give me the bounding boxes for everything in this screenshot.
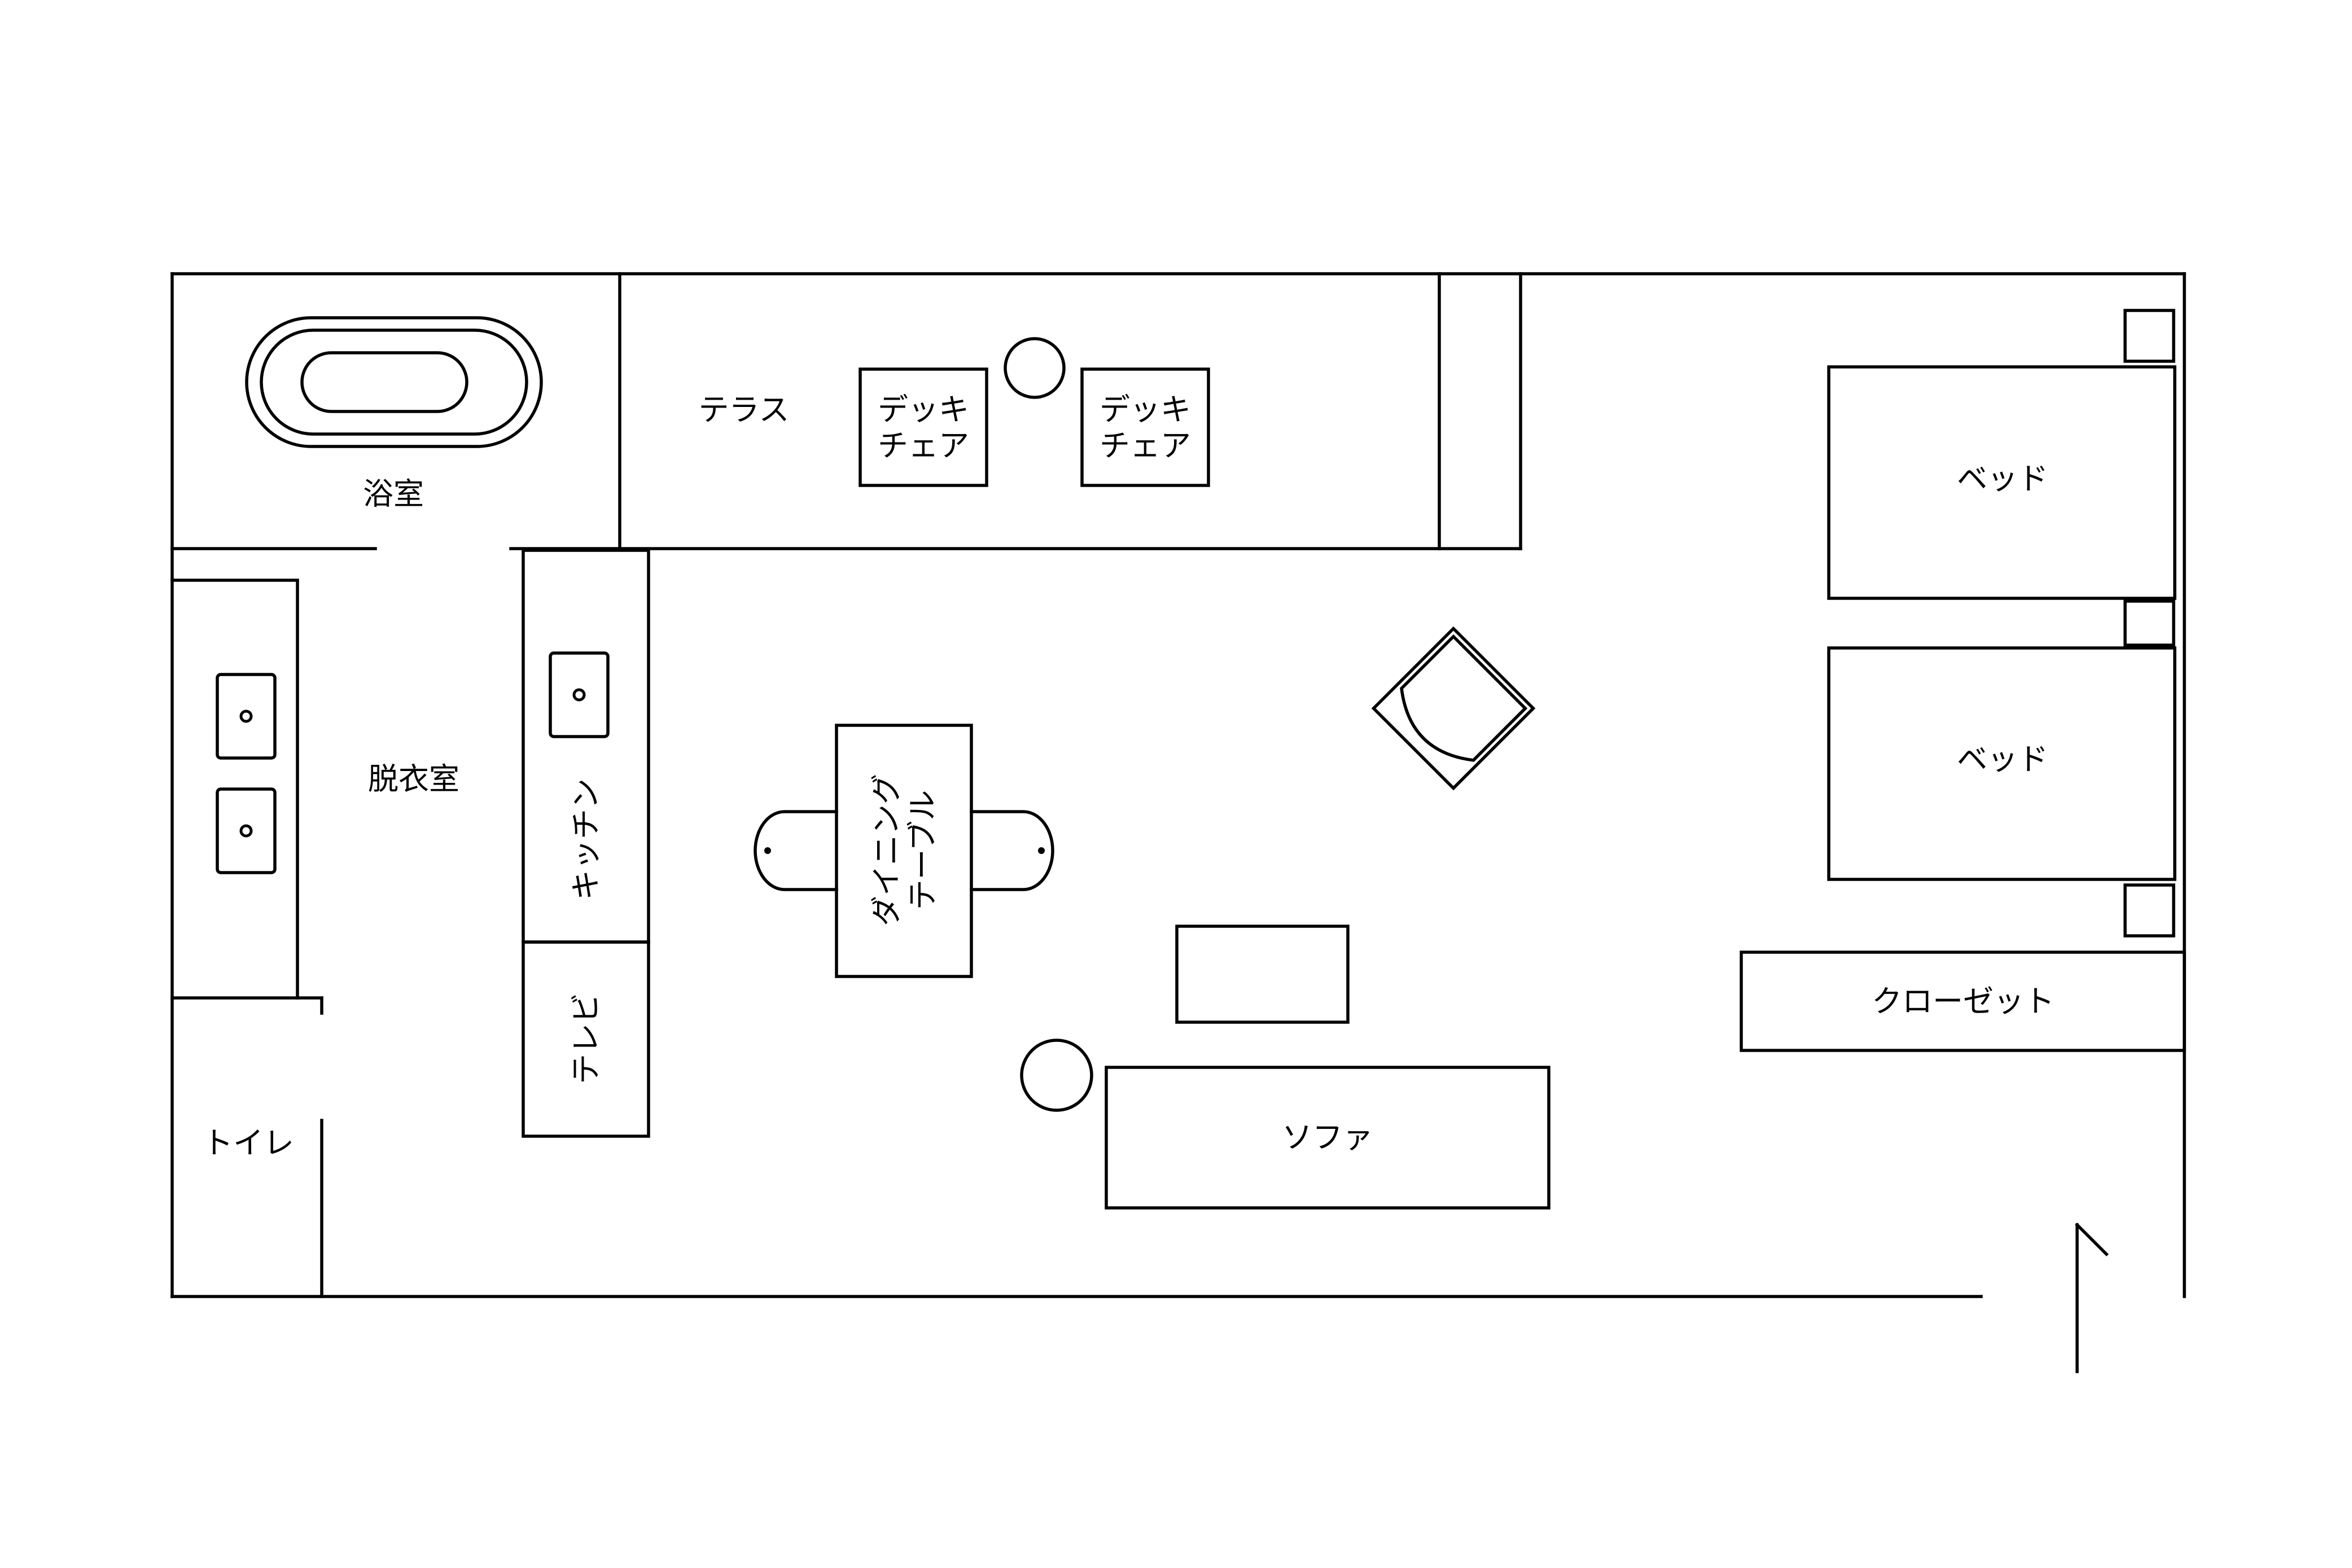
bathtub-basin — [300, 351, 468, 413]
bathroom-label: 浴室 — [363, 476, 424, 512]
vanity-sink-lower-drain — [239, 824, 253, 838]
sofa — [1105, 1066, 1551, 1210]
dining-table — [835, 724, 973, 978]
dining-table-label-line: テーブル — [904, 790, 940, 910]
bed-lower-label: ベッド — [1957, 742, 2048, 777]
dining-area: ダイニングテーブル — [754, 724, 1054, 978]
bedroom-area: ベッド ベッド クローゼット — [1740, 309, 2186, 1052]
side-table-terrace — [1004, 337, 1066, 399]
terrace-label: テラス — [699, 392, 790, 428]
tv-stand — [522, 940, 650, 1138]
bed-lower — [1827, 646, 2176, 881]
dining-chair-right-marker — [1038, 847, 1045, 854]
coffee-table — [1175, 925, 1350, 1024]
living-area: ソファ — [1020, 626, 1551, 1210]
toilet-label: トイレ — [203, 1125, 294, 1161]
dining-table-label-line: ダイニング — [869, 774, 904, 926]
dining-chair-right — [970, 810, 1054, 891]
armchair — [1371, 626, 1536, 791]
vanity-sink-upper-drain — [239, 709, 253, 723]
kitchen-sink-drain — [572, 688, 586, 702]
deck-chair-right-label: デッキチェア — [1100, 392, 1191, 463]
closet — [1740, 951, 2186, 1052]
deck-chair-right-label-line: デッキ — [1100, 392, 1191, 427]
deck-chair-left-label-line: チェア — [878, 427, 969, 463]
nightstand-bottom — [2123, 883, 2175, 938]
bathroom: 浴室 — [245, 316, 543, 512]
deck-chair-right — [1080, 367, 1210, 487]
closet-label: クローゼット — [1872, 984, 2055, 1019]
kitchen-label: キッチン — [568, 778, 604, 900]
side-table-living — [1020, 1039, 1093, 1112]
deck-chair-left-label-line: デッキ — [878, 392, 969, 427]
kitchen-area: キッチン テレビ — [522, 549, 650, 1138]
deck-chair-right-label-line: チェア — [1100, 427, 1191, 463]
dressing-room: 脱衣室 — [170, 579, 459, 1000]
bathtub-outer — [245, 316, 543, 448]
dining-table-label: ダイニングテーブル — [869, 774, 940, 926]
nightstand-middle — [2123, 599, 2175, 647]
tv-label: テレビ — [568, 993, 604, 1084]
armchair-frame — [1371, 626, 1536, 791]
nightstand-top — [2123, 309, 2175, 363]
deck-chair-left — [859, 367, 988, 487]
armchair-seat — [1400, 634, 1528, 762]
bathtub-rim — [260, 329, 528, 436]
walls — [170, 272, 2186, 1373]
dining-chair-left-marker — [764, 847, 771, 854]
vanity-sink-upper — [216, 673, 277, 760]
bed-upper — [1827, 365, 2176, 600]
entrance-door-swing — [2075, 1223, 2109, 1256]
dressing-room-label: 脱衣室 — [368, 761, 459, 797]
vanity-sink-lower — [216, 787, 277, 874]
sofa-label: ソファ — [1282, 1120, 1373, 1155]
bed-upper-label: ベッド — [1957, 461, 2048, 497]
dining-chair-left — [754, 810, 838, 891]
deck-chair-left-label: デッキチェア — [878, 392, 969, 463]
kitchen-sink — [549, 651, 610, 738]
vanity-counter — [170, 579, 299, 1000]
toilet: トイレ — [203, 1125, 294, 1161]
terrace: テラス デッキチェア デッキチェア — [699, 337, 1210, 487]
